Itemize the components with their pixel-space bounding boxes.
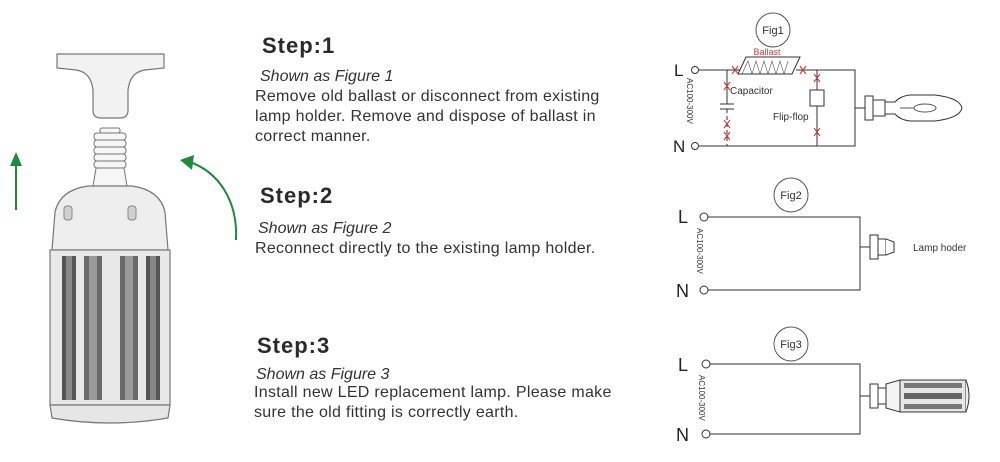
lamp-illustration	[10, 53, 238, 424]
fig3-N-label: N	[676, 425, 689, 445]
step2-body: Reconnect directly to the existing lamp …	[255, 239, 596, 259]
led-corn-lamp-icon	[869, 379, 970, 413]
fig2-L-label: L	[678, 207, 688, 227]
fig1-L-label: L	[674, 61, 683, 80]
lamp-holder-socket-icon	[869, 234, 895, 260]
fig2-voltage-label: AC100-300V	[695, 228, 704, 274]
step1-title: Step:1	[262, 33, 336, 58]
rotate-arrow-icon	[180, 155, 238, 241]
disconnect-marks	[723, 65, 821, 141]
wiring-figures: Fig1 L N AC100-300V Ballast Capacitor Fl…	[673, 12, 970, 445]
flipflop-icon	[809, 89, 825, 107]
step1-line3: correct manner.	[255, 128, 371, 145]
lamp-holder-label: Lamp hoder	[913, 243, 967, 254]
step3-subtitle: Shown as Figure 3	[256, 366, 390, 383]
svg-text:Fig2: Fig2	[780, 190, 801, 202]
screw-base	[92, 127, 128, 187]
fig2-N-label: N	[676, 281, 689, 301]
step1-line1: Remove old ballast or disconnect from ex…	[255, 88, 600, 105]
capacitor-label: Capacitor	[730, 86, 773, 97]
ballast-icon	[737, 56, 801, 76]
step2-line1: Reconnect directly to the existing lamp …	[255, 240, 596, 257]
fig2-badge: Fig2	[773, 177, 809, 213]
figure-1: Fig1 L N AC100-300V Ballast Capacitor Fl…	[673, 12, 963, 156]
step3-title: Step:3	[257, 333, 331, 358]
flipflop-label: Flip-flop	[773, 112, 809, 123]
step1-subtitle: Shown as Figure 1	[260, 68, 394, 85]
fig1-N-label: N	[673, 137, 685, 156]
fig3-L-label: L	[678, 355, 688, 375]
svg-text:Fig1: Fig1	[762, 25, 783, 37]
step3-body: Install new LED replacement lamp. Please…	[254, 383, 612, 423]
led-corn-body	[49, 249, 171, 424]
step2-subtitle: Shown as Figure 2	[258, 220, 392, 237]
fig3-voltage-label: AC100-300V	[697, 375, 706, 421]
step3-line1: Install new LED replacement lamp. Please…	[254, 384, 612, 401]
fig1-voltage-label: AC100-300V	[685, 78, 694, 124]
svg-text:Fig3: Fig3	[780, 339, 801, 351]
step3-line2: sure the old fitting is correctly earth.	[254, 404, 519, 421]
ballast-label: Ballast	[753, 47, 781, 57]
figure-2: Fig2 L N AC100-300V Lamp hoder	[676, 177, 967, 301]
lamp-housing	[51, 185, 169, 251]
figure-3: Fig3 L N AC100-300V	[676, 326, 970, 445]
fig1-badge: Fig1	[755, 12, 791, 48]
hid-bulb-icon	[864, 94, 963, 122]
step2-title: Step:2	[260, 183, 334, 208]
step1-line2: lamp holder. Remove and dispose of balla…	[255, 108, 596, 125]
up-arrow-icon	[10, 152, 22, 210]
lamp-holder	[56, 53, 165, 119]
fig3-badge: Fig3	[773, 326, 809, 362]
step1-body: Remove old ballast or disconnect from ex…	[255, 87, 600, 147]
